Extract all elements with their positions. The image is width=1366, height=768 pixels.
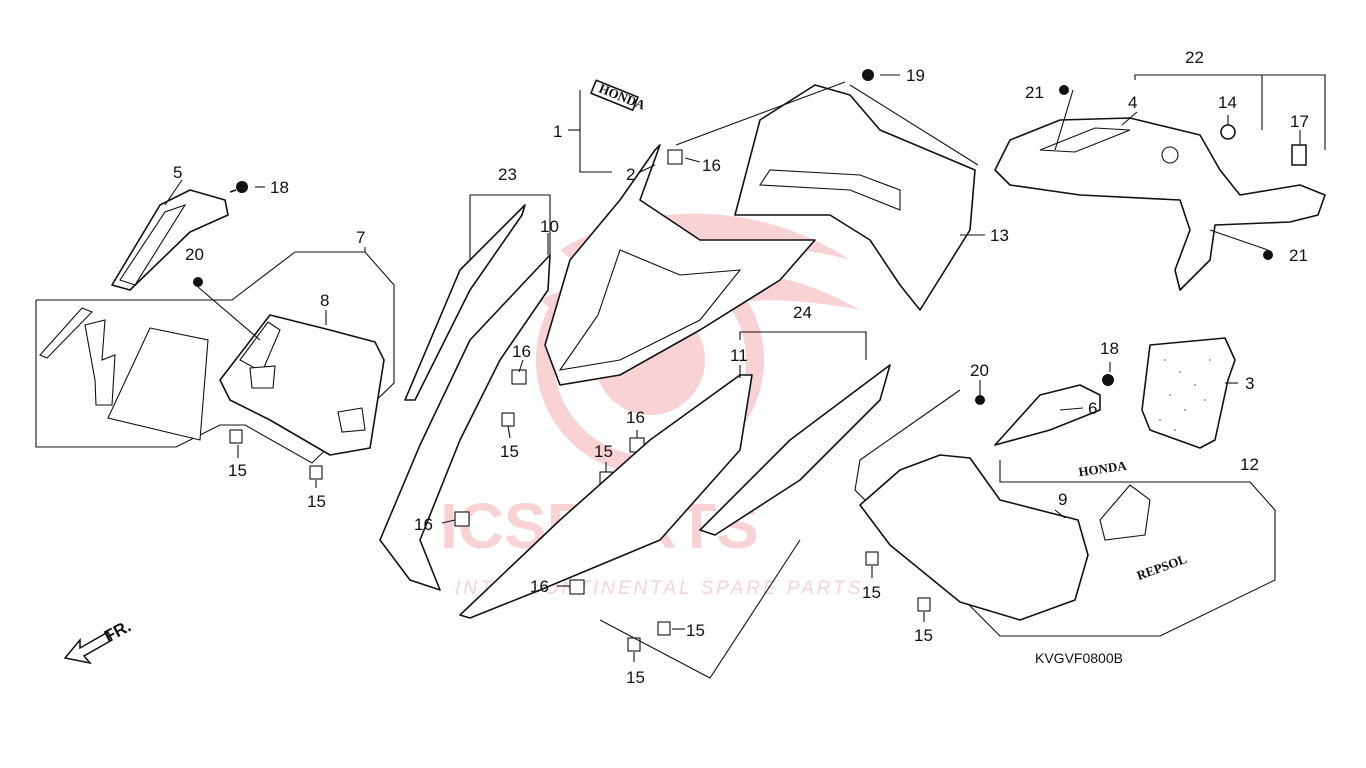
callout-12: 12 xyxy=(1240,455,1259,474)
callout-15-b: 15 xyxy=(307,492,326,511)
callout-21-top: 21 xyxy=(1025,83,1044,102)
callout-21-bottom: 21 xyxy=(1289,246,1308,265)
callout-15-h: 15 xyxy=(914,626,933,645)
callout-20-left: 20 xyxy=(185,245,204,264)
screw-21-top xyxy=(1059,85,1069,95)
bolt-18-left xyxy=(229,181,248,193)
part-4-rear-cover xyxy=(994,117,1326,291)
callout-23: 23 xyxy=(498,165,517,184)
decal-repsol: REPSOL xyxy=(1135,551,1189,583)
screw-21-bottom xyxy=(1263,250,1273,260)
part-13-inner-cover xyxy=(734,84,976,311)
decal-wing xyxy=(1099,484,1151,541)
callout-18-left: 18 xyxy=(270,178,289,197)
callout-8: 8 xyxy=(320,291,329,310)
callout-16-d: 16 xyxy=(414,515,433,534)
callout-15-f: 15 xyxy=(626,668,645,687)
callout-16-c: 16 xyxy=(626,408,645,427)
clip-16-d xyxy=(454,511,470,527)
callout-20-right: 20 xyxy=(970,361,989,380)
part-23-strip xyxy=(404,204,526,401)
clip-15-c xyxy=(501,412,515,427)
clip-16-e xyxy=(569,579,585,595)
part-8-cover xyxy=(219,314,385,456)
callout-15-d: 15 xyxy=(594,442,613,461)
callout-3: 3 xyxy=(1245,374,1254,393)
clip-15-e xyxy=(657,621,671,636)
decal-small xyxy=(84,319,116,406)
clip-15-h xyxy=(917,597,931,612)
part-7-assembly xyxy=(35,247,395,464)
part-3-pad xyxy=(1141,337,1236,449)
callout-11: 11 xyxy=(730,346,748,365)
callout-4: 4 xyxy=(1128,93,1137,112)
bracket-24 xyxy=(739,331,867,360)
bolt-19 xyxy=(862,69,874,81)
callout-15-a: 15 xyxy=(228,461,247,480)
screw-20-right xyxy=(975,395,985,405)
leader-lines xyxy=(164,74,1301,662)
callout-16-e: 16 xyxy=(530,577,549,596)
callout-5: 5 xyxy=(173,163,182,182)
rivet-17 xyxy=(1291,144,1307,166)
part-24-strip xyxy=(699,364,891,536)
clip-16-top xyxy=(667,149,683,165)
bracket-22 xyxy=(1134,74,1326,150)
bracket-1 xyxy=(579,90,612,173)
front-direction-arrow: FR. xyxy=(63,616,134,665)
callout-numbers: 5 18 7 20 8 15 15 23 10 1 2 16 19 13 24 … xyxy=(173,48,1309,687)
callout-18-right: 18 xyxy=(1100,339,1119,358)
bracket-23 xyxy=(469,194,551,280)
clip-15-b xyxy=(309,465,323,480)
callout-13: 13 xyxy=(990,226,1009,245)
decal-honda: HONDA xyxy=(1077,458,1128,480)
callout-9: 9 xyxy=(1058,490,1067,509)
callout-15-c: 15 xyxy=(500,442,519,461)
callout-1: 1 xyxy=(553,122,562,141)
part-6 xyxy=(994,384,1101,446)
screw-20-left xyxy=(193,277,203,287)
emblem-1-text: HONDA xyxy=(597,81,648,113)
diagram-code: KVGVF0800B xyxy=(1035,650,1123,666)
callout-14: 14 xyxy=(1218,93,1237,112)
callout-10: 10 xyxy=(540,217,559,236)
callout-16-top: 16 xyxy=(702,156,721,175)
callout-24: 24 xyxy=(793,303,812,322)
part-11-side-cover xyxy=(459,374,753,619)
callout-16-b: 16 xyxy=(512,342,531,361)
callout-2: 2 xyxy=(626,165,635,184)
callout-19: 19 xyxy=(906,66,925,85)
callout-15-e: 15 xyxy=(686,621,705,640)
callout-6: 6 xyxy=(1088,399,1097,418)
decal-large xyxy=(107,327,209,441)
part-9-seat-cover xyxy=(859,454,1089,621)
clip-16-b xyxy=(511,369,527,385)
callout-17: 17 xyxy=(1290,112,1309,131)
callout-7: 7 xyxy=(356,228,365,247)
bolt-18-right xyxy=(1102,374,1114,386)
grommet-14 xyxy=(1220,124,1236,140)
clip-15-g xyxy=(865,551,879,566)
bracket-12 xyxy=(854,389,1276,637)
callout-15-g: 15 xyxy=(862,583,881,602)
part-10-cover xyxy=(379,254,551,591)
callout-22: 22 xyxy=(1185,48,1204,67)
part-1-emblem xyxy=(590,79,639,111)
decal-strip xyxy=(39,307,93,359)
clip-15-a xyxy=(229,429,243,444)
